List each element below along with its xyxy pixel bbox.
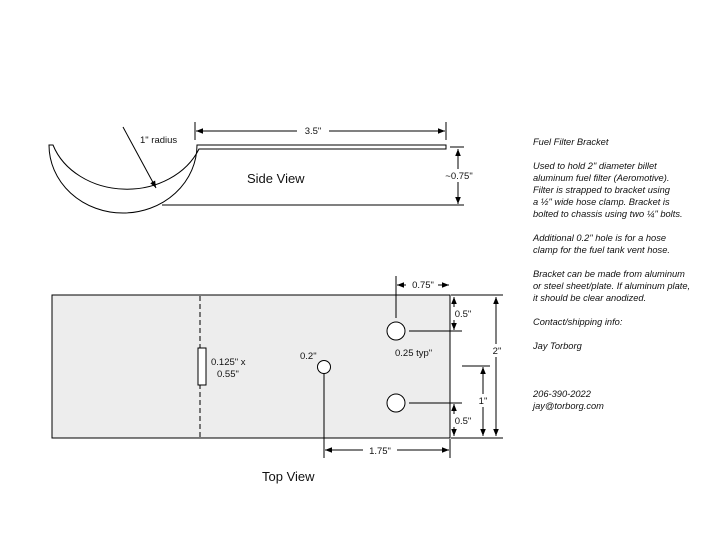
side-view-title: Side View: [247, 171, 305, 186]
dim-175-label: 1.75": [369, 446, 391, 457]
notes-vent-hole: Additional 0.2" hole is for a hose clamp…: [533, 232, 713, 256]
description-line: Used to hold 2" diameter billet: [533, 161, 657, 171]
large-hole-bottom: [386, 393, 406, 413]
contact-heading: Contact/shipping info:: [533, 317, 623, 327]
small-hole: [317, 360, 331, 374]
dim-05-bottom-label: 0.5": [455, 416, 472, 427]
bracket-profile: [48, 144, 447, 214]
side-view: 1" radius 3.5" ~0.75" Side View: [48, 122, 476, 214]
large-hole-label: 0.25 typ": [395, 348, 432, 359]
notes-description: Used to hold 2" diameter billet aluminum…: [533, 160, 713, 220]
material-line: it should be clear anodized.: [533, 293, 647, 303]
small-hole-label: 0.2": [300, 351, 317, 362]
slot-label-line2: 0.55": [217, 369, 239, 380]
vent-hole-line: clamp for the fuel tank vent hose.: [533, 245, 670, 255]
description-line: Filter is strapped to bracket using: [533, 185, 670, 195]
dim-075-label: 0.75": [412, 280, 434, 291]
material-line: or steel sheet/plate. If aluminum plate,: [533, 281, 691, 291]
contact-email: jay@torborg.com: [533, 401, 604, 411]
length-label: 3.5": [305, 126, 322, 137]
top-view-title: Top View: [262, 469, 315, 484]
dim-1-label: 1": [479, 396, 488, 407]
plate-outline: [51, 294, 451, 439]
radius-leader: [122, 126, 157, 189]
contact-name: Jay Torborg: [533, 341, 582, 351]
dim-2-label: 2": [493, 346, 502, 357]
notes-panel: Fuel Filter Bracket Used to hold 2" diam…: [533, 136, 713, 412]
slot-label-line1: 0.125" x: [211, 357, 246, 368]
height-label: ~0.75": [445, 171, 472, 182]
vent-hole-line: Additional 0.2" hole is for a hose: [533, 233, 667, 243]
description-line: aluminum fuel filter (Aeromotive).: [533, 173, 670, 183]
radius-label: 1" radius: [140, 135, 177, 146]
description-line: bolted to chassis using two ¼" bolts.: [533, 209, 683, 219]
dim-05-top-label: 0.5": [455, 309, 472, 320]
notes-material: Bracket can be made from aluminum or ste…: [533, 268, 713, 304]
top-view: 0.125" x 0.55" 0.2" 0.25 typ" 0.75" 0.5"…: [51, 276, 505, 484]
notes-title: Fuel Filter Bracket: [533, 137, 609, 147]
material-line: Bracket can be made from aluminum: [533, 269, 685, 279]
contact-phone: 206-390-2022: [533, 389, 591, 399]
description-line: a ½" wide hose clamp. Bracket is: [533, 197, 670, 207]
slot: [197, 347, 207, 386]
large-hole-top: [386, 321, 406, 341]
